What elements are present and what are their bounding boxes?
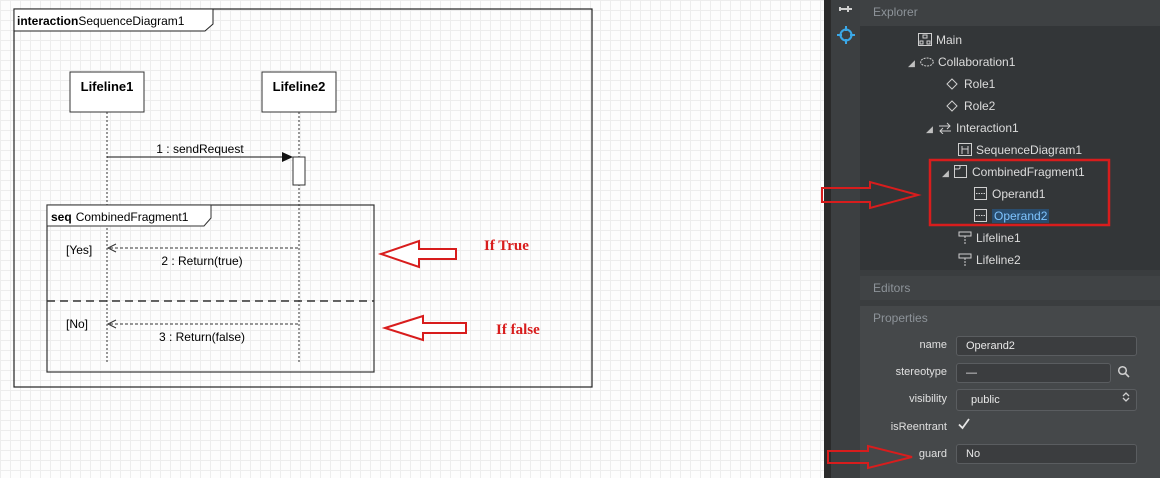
guard-field[interactable]: No xyxy=(956,444,1137,464)
lifeline2-label: Lifeline2 xyxy=(273,79,326,94)
tree-item-combinedfragment1[interactable]: ◢CombinedFragment1 xyxy=(942,162,1085,182)
annotation-if-true: If True xyxy=(484,238,529,254)
expand-triangle-icon[interactable]: ◢ xyxy=(942,168,949,178)
combined-fragment-icon xyxy=(954,164,968,178)
annotation-arrow-true xyxy=(377,239,457,269)
prop-label-isreentrant: isReentrant xyxy=(890,421,947,433)
plug-icon[interactable] xyxy=(837,2,855,20)
crosshair-icon[interactable] xyxy=(837,26,855,44)
operand-icon xyxy=(974,186,988,200)
role-icon xyxy=(946,76,960,90)
expand-triangle-icon[interactable]: ◢ xyxy=(926,124,933,134)
stereotype-field[interactable]: — xyxy=(956,363,1111,383)
lifeline1-head[interactable] xyxy=(69,71,145,113)
interaction-frame[interactable] xyxy=(13,8,593,388)
lifeline-icon xyxy=(958,252,972,266)
activation-bar[interactable] xyxy=(292,156,306,186)
properties-header[interactable]: Properties xyxy=(860,306,1160,330)
message-1-label: 1 : sendRequest xyxy=(156,142,244,156)
checkmark-icon xyxy=(958,418,970,430)
guard-no: [No] xyxy=(66,317,88,331)
lifeline-icon xyxy=(958,230,972,244)
tree-item-interaction1[interactable]: ◢Interaction1 xyxy=(926,118,1019,138)
message-arrowhead xyxy=(282,152,293,162)
interaction-icon xyxy=(938,120,952,135)
lifeline1-label: Lifeline1 xyxy=(81,79,134,94)
tree-item-lifeline1[interactable]: Lifeline1 xyxy=(958,228,1021,248)
collaboration-icon xyxy=(920,54,934,67)
tree-item-collaboration1[interactable]: ◢Collaboration1 xyxy=(908,52,1015,72)
frame-title: interactionSequenceDiagram1 xyxy=(17,14,185,28)
operand-icon xyxy=(974,208,988,222)
explorer-header[interactable]: Explorer xyxy=(860,0,1160,26)
guard-yes: [Yes] xyxy=(66,243,92,257)
diagram-icon xyxy=(918,32,932,46)
toolbox-strip xyxy=(824,0,831,478)
search-icon[interactable] xyxy=(1117,365,1133,381)
name-field[interactable]: Operand2 xyxy=(956,336,1137,356)
visibility-value: public xyxy=(971,394,1000,406)
diagram-canvas[interactable]: interactionSequenceDiagram1 Lifeline1 Li… xyxy=(0,0,824,478)
combined-fragment[interactable] xyxy=(46,204,375,373)
side-icon-bar xyxy=(831,0,860,478)
editors-header[interactable]: Editors xyxy=(860,276,1160,300)
explorer-tree[interactable]: Main ◢Collaboration1 Role1 Role2 ◢Intera… xyxy=(860,26,1160,270)
prop-label-guard: guard xyxy=(918,448,947,460)
annotation-if-false: If false xyxy=(496,322,540,338)
tree-item-role1[interactable]: Role1 xyxy=(946,74,995,94)
message-arrowhead xyxy=(106,319,117,329)
visibility-select[interactable]: public xyxy=(956,389,1137,411)
tree-item-role2[interactable]: Role2 xyxy=(946,96,995,116)
message-arrowhead xyxy=(106,243,117,253)
expand-triangle-icon[interactable]: ◢ xyxy=(908,58,915,68)
tree-item-main[interactable]: Main xyxy=(918,30,962,50)
tree-item-sequencediagram1[interactable]: SequenceDiagram1 xyxy=(958,140,1082,160)
prop-label-name: name xyxy=(919,339,947,351)
properties-panel: name Operand2 stereotype — visibility pu… xyxy=(860,330,1160,478)
tree-item-lifeline2[interactable]: Lifeline2 xyxy=(958,250,1021,270)
prop-label-visibility: visibility xyxy=(909,393,947,405)
annotation-arrow-false xyxy=(381,314,467,342)
role-icon xyxy=(946,98,960,112)
tree-item-operand2[interactable]: Operand2 xyxy=(974,206,1050,226)
message-2-label: 2 : Return(true) xyxy=(161,254,242,268)
sequence-diagram-icon xyxy=(958,142,972,156)
tree-item-operand1[interactable]: Operand1 xyxy=(974,184,1045,204)
message-3-label: 3 : Return(false) xyxy=(159,330,245,344)
prop-label-stereotype: stereotype xyxy=(895,366,947,378)
stereotype-value: — xyxy=(966,367,977,379)
isreentrant-checkbox[interactable] xyxy=(957,417,971,434)
sequence-diagram: interactionSequenceDiagram1 Lifeline1 Li… xyxy=(13,8,593,388)
updown-chevron-icon xyxy=(1122,390,1130,410)
side-panel: Explorer Main ◢Collaboration1 Role1 Role… xyxy=(860,0,1160,478)
frame-tab xyxy=(13,8,214,32)
fragment-tab xyxy=(46,204,212,227)
